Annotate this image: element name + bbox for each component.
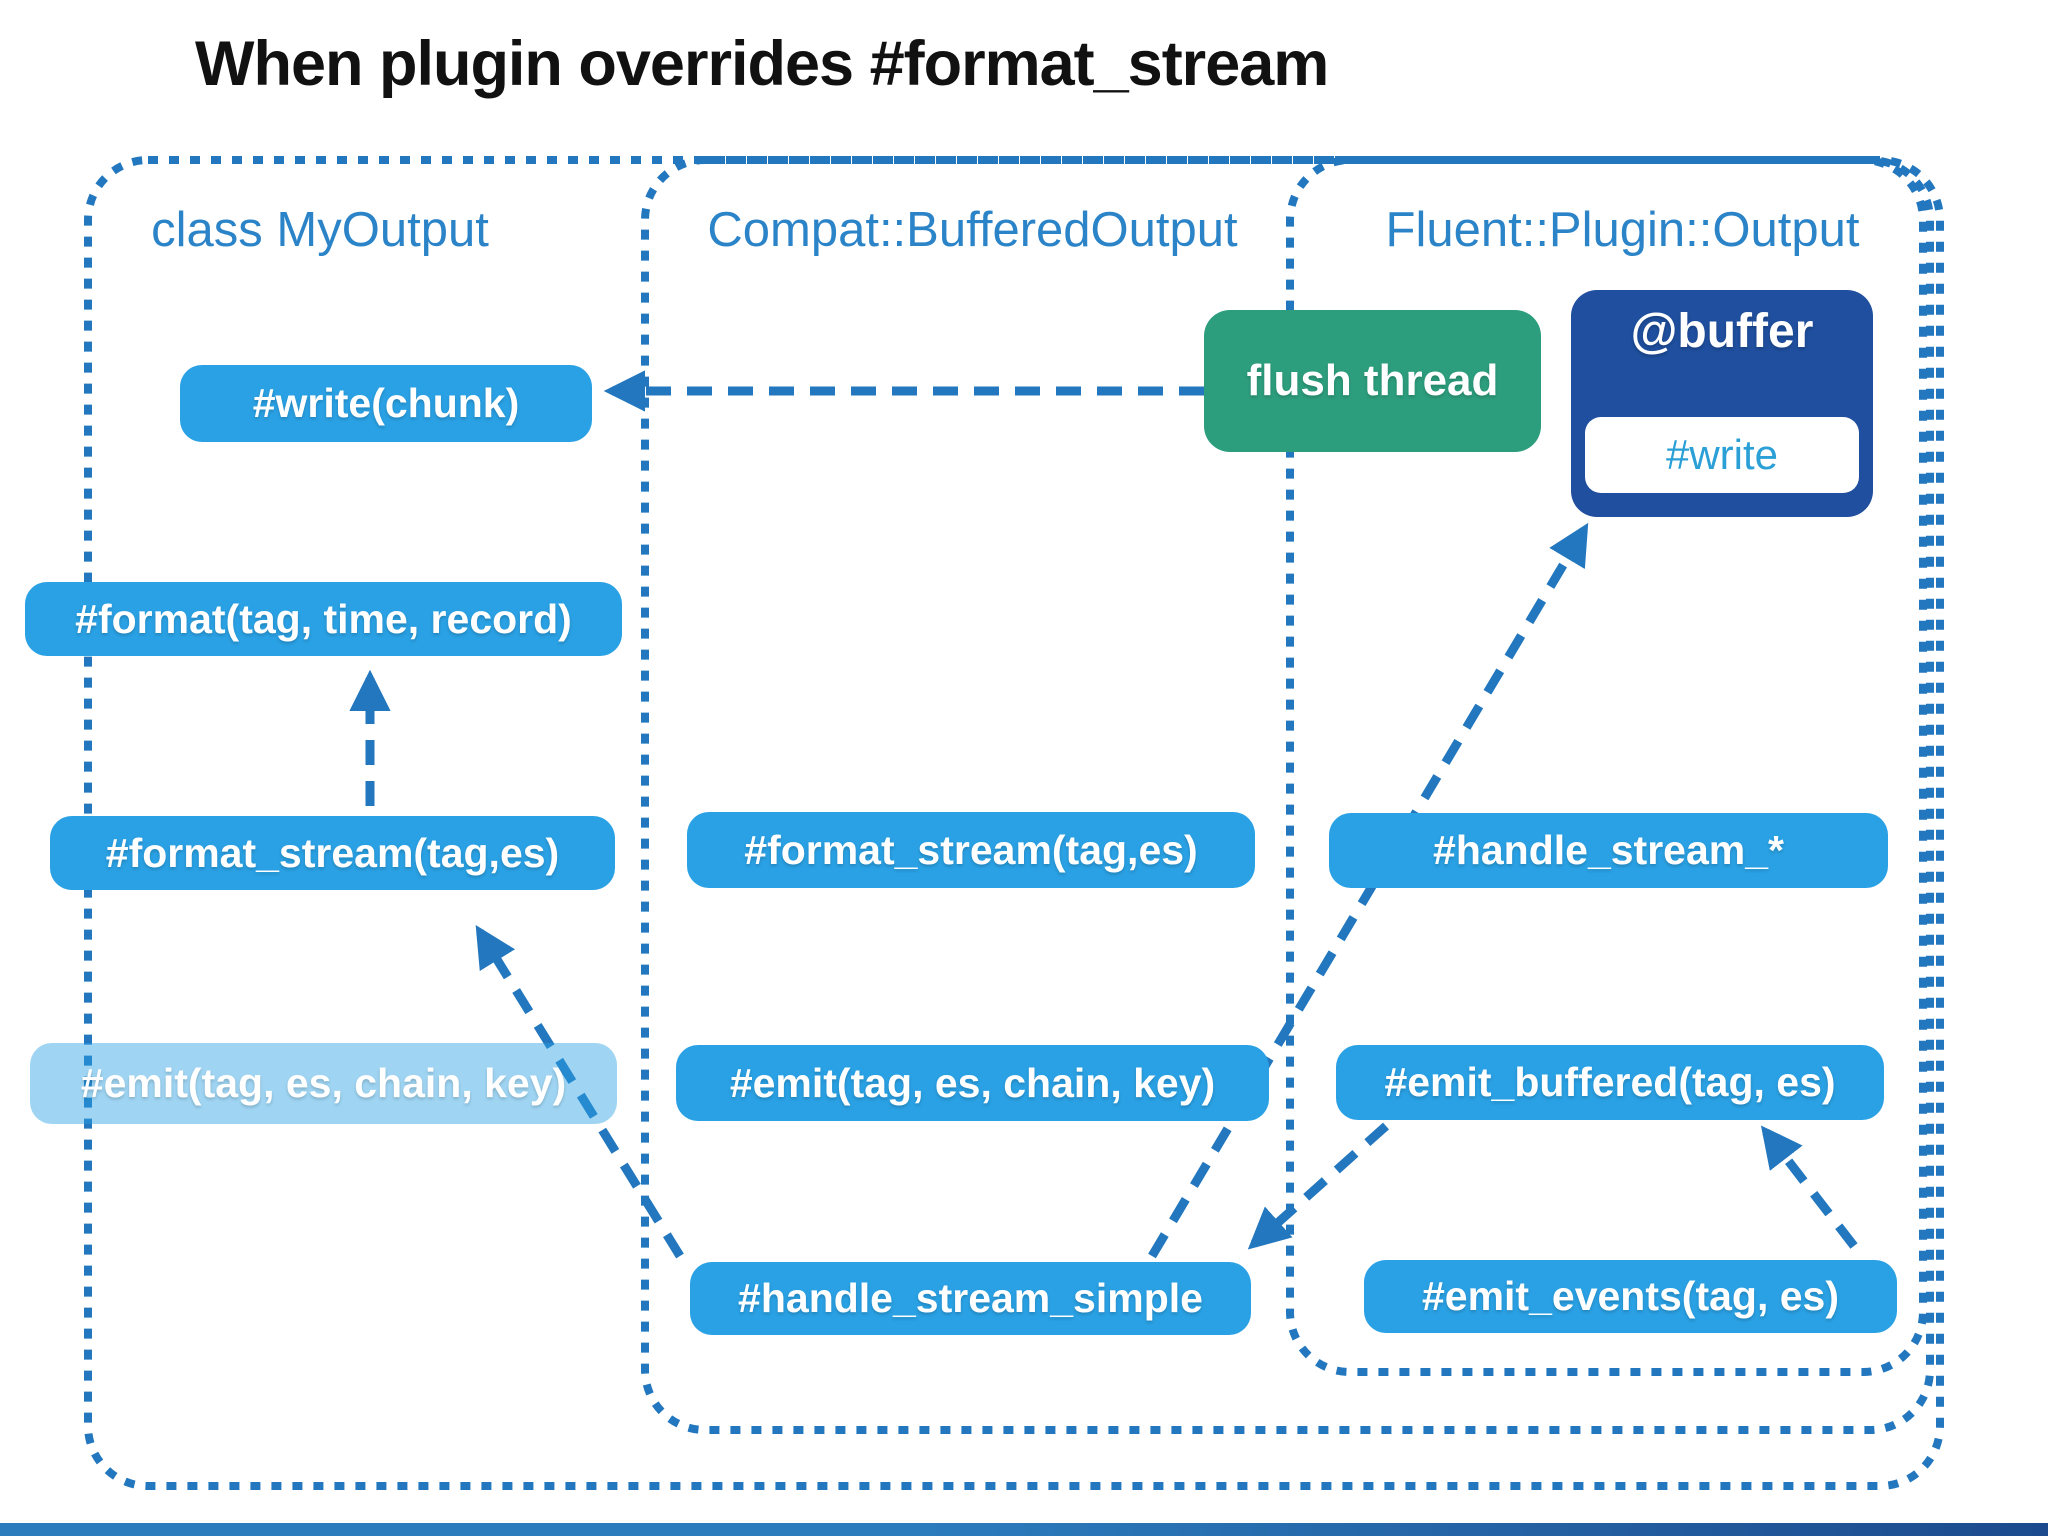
node-buffer-write: #write xyxy=(1585,417,1859,493)
node-format-stream-left: #format_stream(tag,es) xyxy=(50,816,615,890)
node-emit-events: #emit_events(tag, es) xyxy=(1364,1260,1897,1333)
node-emit-mid: #emit(tag, es, chain, key) xyxy=(676,1045,1269,1121)
node-format: #format(tag, time, record) xyxy=(25,582,622,656)
node-emit-buffered: #emit_buffered(tag, es) xyxy=(1336,1045,1884,1120)
container-label-fluent: Fluent::Plugin::Output xyxy=(1385,203,1860,257)
container-border-my-output xyxy=(84,156,1944,1490)
node-handle-stream-star: #handle_stream_* xyxy=(1329,813,1888,888)
node-flush-thread: flush thread xyxy=(1204,310,1541,452)
node-handle-stream-simple: #handle_stream_simple xyxy=(690,1262,1251,1335)
node-buffer: @buffer #write xyxy=(1571,290,1873,517)
arrow-handle-stream-simple-to-buffer-write xyxy=(1148,522,1589,1259)
slide-title: When plugin overrides #format_stream xyxy=(195,29,1329,99)
container-label-my-output: class MyOutput xyxy=(151,203,489,257)
container-label-compat: Compat::BufferedOutput xyxy=(707,203,1238,257)
container-border-compat xyxy=(641,156,1934,1434)
bottom-accent-bar xyxy=(0,1523,2048,1536)
container-border-fluent xyxy=(1286,156,1927,1376)
node-write-chunk: #write(chunk) xyxy=(180,365,592,442)
arrow-emit-buffered-to-handle-stream-simple xyxy=(1247,1122,1389,1250)
arrow-handle-stream-simple-to-format-stream xyxy=(475,924,684,1259)
arrow-emit-events-to-emit-buffered xyxy=(1760,1125,1858,1249)
buffer-label: @buffer xyxy=(1630,305,1814,358)
node-emit-left: #emit(tag, es, chain, key) xyxy=(30,1043,617,1124)
node-format-stream-mid: #format_stream(tag,es) xyxy=(687,812,1255,888)
